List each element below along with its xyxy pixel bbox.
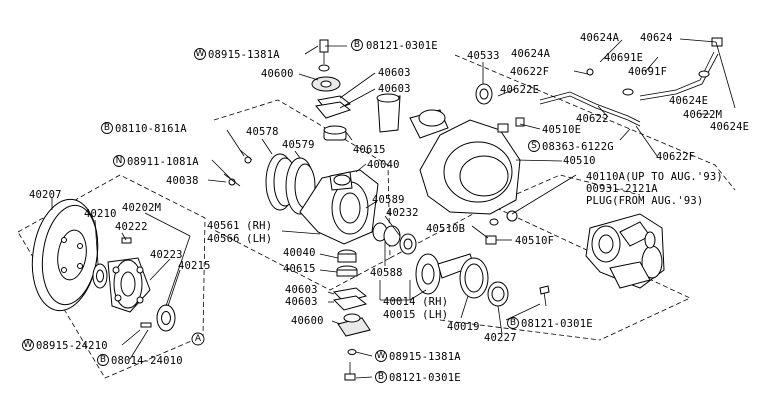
part-label-08110-8161a: 08110-8161A (115, 123, 187, 135)
part-label-40015: 40015 (LH) (383, 309, 448, 321)
part-label-40510b: 40510B (426, 223, 465, 235)
differential-carrier (376, 83, 525, 245)
part-label-40622e: 40622E (500, 84, 539, 96)
part-label-40624a: 40624A (511, 48, 551, 60)
part-label-40615: 40615 (353, 144, 386, 156)
bolt-marker-text: B (510, 318, 516, 328)
part-label-40622f: 40622F (656, 151, 695, 163)
part-label-40014: 40014 (RH) (383, 296, 448, 308)
circle-markers: W B B N S A B W B W B (22, 39, 540, 383)
part-label-40600: 40600 (261, 68, 294, 80)
part-label-40510f: 40510F (515, 235, 554, 247)
part-label-40202m: 40202M (122, 202, 161, 214)
part-label-40579: 40579 (282, 139, 315, 151)
part-label-40624a: 40624A (580, 32, 620, 44)
part-label-plug: PLUG(FROM AUG.'93) (586, 195, 703, 207)
bolt-marker-text: B (354, 40, 360, 50)
washer-marker-text: W (377, 351, 386, 361)
reference-a-marker-text: A (195, 334, 202, 344)
washer-marker-text: W (196, 49, 205, 59)
leader-lines (51, 38, 736, 379)
part-label-40215: 40215 (178, 260, 211, 272)
part-label-40566: 40566 (LH) (207, 233, 272, 245)
part-label-40624e: 40624E (710, 121, 749, 133)
part-label-40600: 40600 (291, 315, 324, 327)
part-label-40624e: 40624E (669, 95, 708, 107)
part-label-40603: 40603 (378, 67, 411, 79)
part-label-40603: 40603 (378, 83, 411, 95)
bolt-marker-text: B (100, 355, 106, 365)
part-label-40019: 40019 (447, 321, 480, 333)
washer-marker (22, 339, 34, 351)
part-label-40223: 40223 (150, 249, 183, 261)
part-label-08121-0301e: 08121-0301E (389, 372, 461, 384)
bolt-marker (507, 317, 519, 329)
part-label-40588: 40588 (370, 267, 403, 279)
part-label-00931-2121a: 00931-2121A (586, 183, 658, 195)
part-label-08915-24210: 08915-24210 (36, 340, 108, 352)
part-label-08915-1381a: 08915-1381A (389, 351, 461, 363)
part-label-40561: 40561 (RH) (207, 220, 272, 232)
part-label-40624: 40624 (640, 32, 673, 44)
part-label-40691e: 40691E (604, 52, 643, 64)
part-label-40622: 40622 (576, 113, 609, 125)
part-label-08363-6122g: 08363-6122G (542, 141, 614, 153)
part-label-40603: 40603 (285, 284, 318, 296)
bolt-marker-text: B (378, 372, 384, 382)
washer-marker-text: W (24, 340, 33, 350)
bolt-marker (101, 122, 113, 134)
part-label-40222: 40222 (115, 221, 148, 233)
part-label-40510: 40510 (563, 155, 596, 167)
part-label-40040: 40040 (367, 159, 400, 171)
part-labels: 40624A 40624 40624A 40691E 40691F 40622F… (29, 32, 749, 384)
part-label-08915-1381a: 08915-1381A (208, 49, 280, 61)
assembly-outlines (17, 54, 736, 379)
part-label-40227: 40227 (484, 332, 517, 344)
screw-marker (528, 140, 540, 152)
nut-marker-text: N (116, 156, 123, 166)
lower-kingpin-parts (332, 249, 371, 381)
bolt-marker (351, 39, 363, 51)
reference-a-marker (191, 332, 205, 346)
part-label-40110a: 40110A(UP TO AUG.'93) (586, 171, 723, 183)
part-label-40232: 40232 (386, 207, 419, 219)
front-hub (92, 237, 176, 332)
breather-hose (539, 37, 723, 127)
part-label-40210: 40210 (84, 208, 117, 220)
part-label-40589: 40589 (372, 194, 405, 206)
bolt-marker (375, 371, 387, 383)
part-label-08911-1081a: 08911-1081A (127, 156, 199, 168)
screw-marker-text: S (531, 141, 537, 151)
part-label-40691f: 40691F (628, 66, 667, 78)
bolt-marker-text: B (104, 123, 110, 133)
part-label-08121-0301e: 08121-0301E (521, 318, 593, 330)
part-label-40207: 40207 (29, 189, 62, 201)
upper-kingpin-parts (311, 39, 352, 141)
brake-rotor (31, 198, 99, 312)
washer-marker (375, 350, 387, 362)
part-label-40533: 40533 (467, 50, 500, 62)
part-label-40615: 40615 (283, 263, 316, 275)
small-fasteners (223, 149, 253, 187)
axle-housing (585, 213, 665, 289)
nut-marker (113, 155, 125, 167)
washer-marker (194, 48, 206, 60)
spindle-assembly (415, 253, 550, 307)
part-label-40578: 40578 (246, 126, 279, 138)
part-label-40622m: 40622M (683, 109, 722, 121)
part-label-08014-24010: 08014-24010 (111, 355, 183, 367)
steering-knuckle (265, 153, 417, 255)
part-label-40622f: 40622F (510, 66, 549, 78)
bolt-marker (97, 354, 109, 366)
part-label-40040: 40040 (283, 247, 316, 259)
part-label-08121-0301e: 08121-0301E (366, 40, 438, 52)
part-label-40510e: 40510E (542, 124, 581, 136)
part-label-40038: 40038 (166, 175, 199, 187)
part-label-40603: 40603 (285, 296, 318, 308)
